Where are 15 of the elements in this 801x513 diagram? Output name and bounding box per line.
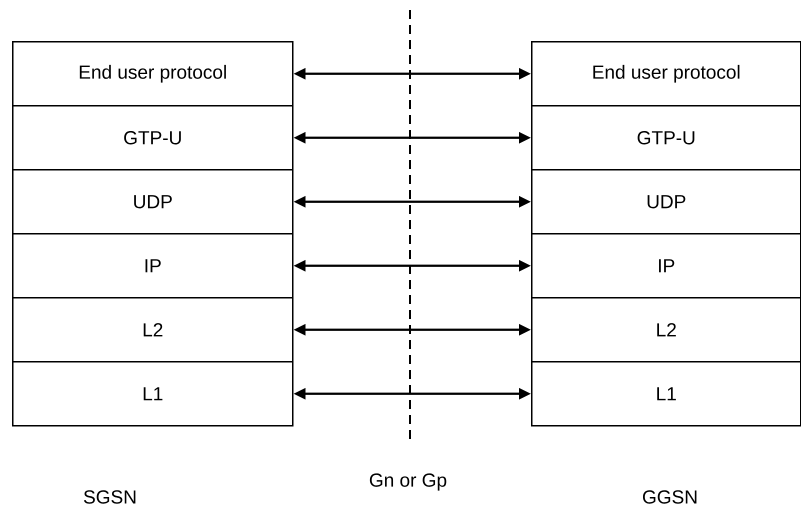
protocol-layer-box: L1	[531, 361, 801, 426]
protocol-layer-box: GTP-U	[531, 105, 801, 170]
protocol-layer-box: UDP	[531, 169, 801, 234]
protocol-layer-box: End user protocol	[12, 41, 294, 106]
protocol-layer-box: L2	[531, 297, 801, 362]
protocol-layer-box: GTP-U	[12, 105, 294, 170]
node-label: GGSN	[642, 490, 696, 504]
protocol-layer-box: IP	[531, 233, 801, 298]
protocol-layer-box: End user protocol	[531, 41, 801, 106]
node-label: SGSN	[84, 490, 136, 504]
protocol-layer-box: IP	[12, 233, 294, 298]
node-label: Gn or Gp	[370, 473, 446, 491]
protocol-layer-box: UDP	[12, 169, 294, 234]
protocol-layer-box: L1	[12, 361, 294, 426]
protocol-layer-box: L2	[12, 297, 294, 362]
